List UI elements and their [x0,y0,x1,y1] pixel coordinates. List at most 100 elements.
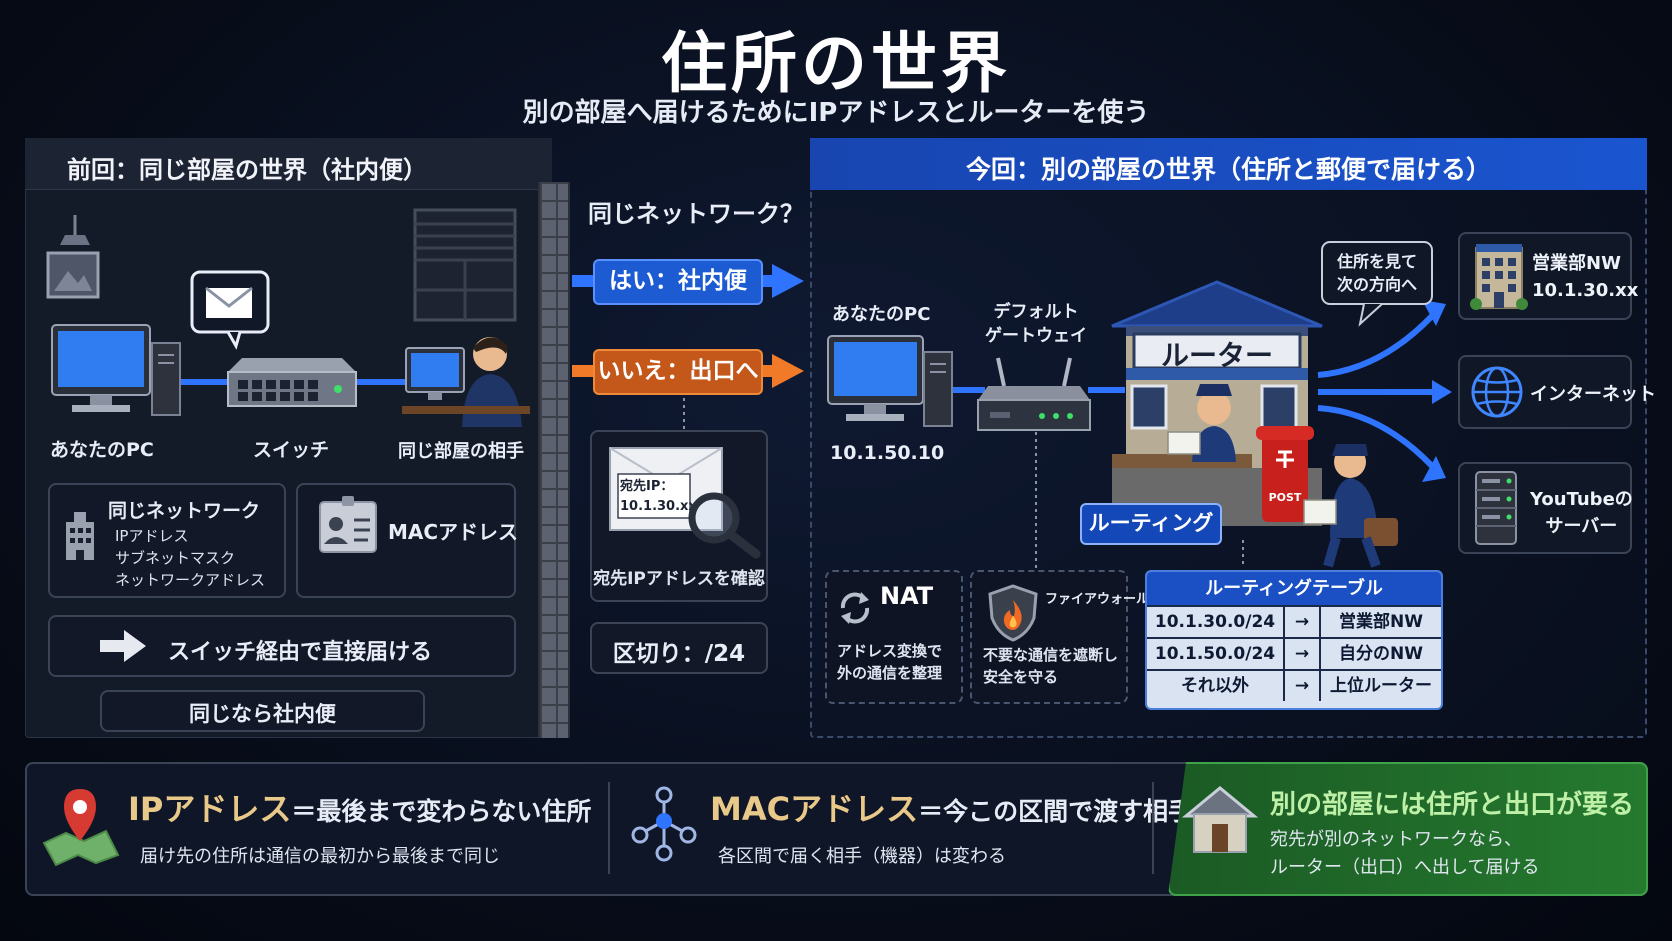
network-item-subnet: サブネットマスク [115,549,236,567]
ip-summary-heading: IPアドレス＝最後まで変わらない住所 [128,784,591,830]
route-arrow: → [1285,671,1321,701]
mac-summary-eq: ＝今この区間で渡す相手 [918,797,1194,826]
yes-internal-pill: はい：社内便 [593,259,763,305]
mac-summary-title: MACアドレス [710,790,919,828]
route-next: 自分のNW [1339,644,1423,664]
same-network-title: 同じネットワーク [108,500,261,522]
right-panel-title: 今回：別の部屋の世界（住所と郵便で届ける） [965,155,1491,184]
network-nodes-icon [631,786,697,862]
gateway-router-icon [977,357,1091,431]
office-building-icon [1470,244,1528,310]
page-title: 住所の世界 [661,25,1011,102]
nat-desc-line-1: アドレス変換で [837,642,943,660]
firewall-desc-line-2: 安全を守る [983,668,1059,686]
post-label: POST [1268,491,1302,504]
divider [608,782,610,874]
mac-summary-heading: MACアドレス＝今この区間で渡す相手 [710,784,1193,830]
page-subtitle: 別の部屋へ届けるためにIPアドレスとルーターを使う [522,98,1150,128]
lamp-icon [46,215,100,299]
same-internal-box [100,690,425,732]
dest-sales-name: 営業部NW [1532,253,1621,274]
check-destination-label: 宛先IPアドレスを確認 [593,569,765,589]
envelope-line-2: 10.1.30.xx [620,499,697,514]
nat-desc-line-2: 外の通信を整理 [837,664,943,682]
direct-delivery-label: スイッチ経由で直接届ける [168,640,433,665]
peer-label: 同じ部屋の相手 [398,441,524,462]
ip-summary-eq: ＝最後まで変わらない住所 [291,797,592,826]
window-icon [413,208,517,322]
summary-desc: 宛先が別のネットワークなら、 ルーター（出口）へ出して届ける [1270,826,1539,882]
ip-summary-title: IPアドレス [128,790,292,828]
route-arrow: → [1285,607,1321,637]
left-pc-label: あなたのPC [50,439,154,461]
route-next: 営業部NW [1339,612,1423,632]
no-exit-pill: いいえ：出口へ [593,349,763,395]
summary-desc-line-2: ルーター（出口）へ出して届ける [1270,857,1540,878]
right-pc-icon [827,335,953,427]
server-icon [1475,471,1517,545]
table-row: 10.1.50.0/24 → 自分のNW [1147,637,1441,669]
left-panel-title: 前回：同じ部屋の世界（社内便） [67,156,427,184]
firewall-title: ファイアウォール [1045,592,1150,607]
dest-sales-ip: 10.1.30.xx [1532,280,1639,301]
dest-sales-text: 営業部NW 10.1.30.xx [1532,250,1638,304]
magnifier-icon [688,492,761,559]
right-pc-label: あなたのPC [832,304,931,325]
table-row: それ以外 → 上位ルーター [1147,669,1441,701]
dest-youtube-line-1: YouTubeの [1530,489,1633,510]
switch-icon [227,358,357,407]
envelope-icon [609,447,723,531]
network-item-ip: IPアドレス [115,527,189,545]
house-icon [1181,786,1259,853]
mail-carrier-icon [1303,444,1398,568]
routing-table-title: ルーティングテーブル [1147,572,1441,605]
right-network-lines [950,300,1452,568]
table-row: 10.1.30.0/24 → 営業部NW [1147,605,1441,637]
route-arrow: → [1285,639,1321,669]
shield-fire-icon [988,584,1038,642]
same-internal-label: 同じなら社内便 [189,702,336,726]
summary-green-panel [1168,762,1648,896]
dest-internet-label: インターネット [1530,384,1656,405]
arrow-right-icon [100,630,146,662]
firewall-desc-line-1: 不要な通信を遮断し [983,646,1119,664]
route-dest: それ以外 [1147,671,1285,701]
divider [1152,782,1154,874]
nat-desc: アドレス変換で 外の通信を整理 [837,640,942,684]
mail-bubble-icon [190,270,270,350]
routing-table: ルーティングテーブル 10.1.30.0/24 → 営業部NW 10.1.50.… [1145,570,1443,710]
ip-summary-desc: 届け先の住所は通信の最初から最後まで同じ [140,846,500,867]
gateway-label-line-1: デフォルト [993,302,1079,322]
map-pin-icon [42,789,120,867]
left-pc-icon [51,324,181,416]
mac-summary-desc: 各区間で届く相手（機器）は変わる [718,846,1006,867]
bubble-line-2: 次の方向へ [1336,275,1417,294]
envelope-line-1: 宛先IP： [620,479,674,494]
left-network-lines [178,379,408,385]
mac-box-label: MACアドレス [388,520,519,544]
switch-label: スイッチ [253,439,330,461]
gateway-label-line-2: ゲートウェイ [985,326,1087,346]
peer-person-icon [402,337,530,427]
right-pc-ip: 10.1.50.10 [830,442,945,464]
network-item-netaddr: ネットワークアドレス [115,571,266,589]
firewall-desc: 不要な通信を遮断し 安全を守る [983,644,1118,688]
cidr-box [590,622,768,674]
refresh-icon [840,592,870,624]
route-dest: 10.1.30.0/24 [1147,607,1285,637]
nat-box [825,570,963,704]
nat-title: NAT [880,582,934,610]
summary-desc-line-1: 宛先が別のネットワークなら、 [1270,829,1522,850]
route-next: 上位ルーター [1330,676,1432,696]
router-sign: ルーター [1160,339,1273,372]
bubble-line-1: 住所を見て [1336,252,1417,271]
building-icon [66,512,94,560]
right-panel-header: 今回：別の部屋の世界（住所と郵便で届ける） [810,138,1647,190]
bubble-shape [1321,241,1433,327]
summary-title: 別の部屋には住所と出口が要る [1270,790,1635,820]
route-dest: 10.1.50.0/24 [1147,639,1285,669]
cidr-label: 区切り：/24 [612,641,746,667]
envelope-text: 宛先IP： 10.1.30.xx [620,477,697,517]
gateway-label: デフォルト ゲートウェイ [985,300,1087,348]
globe-icon [1471,366,1523,418]
